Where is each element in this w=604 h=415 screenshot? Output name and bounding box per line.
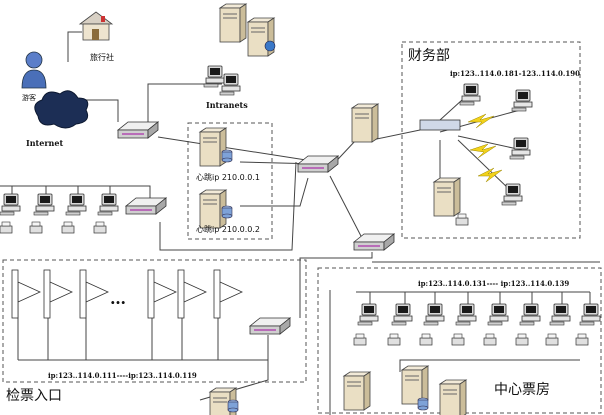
finance-title: 财务部: [408, 48, 450, 64]
travel-agency-label: 旅行社: [90, 52, 114, 62]
finance-hub-icon: [419, 119, 461, 131]
heartbeat-region: [187, 122, 273, 240]
finance-main-server-icon: [433, 177, 461, 217]
gate-switch-icon: [249, 317, 291, 335]
center-server-3-icon: [439, 379, 467, 415]
internet-router-switch-icon: [117, 121, 159, 139]
gate-ip-range: ip:123..114.0.111----ip:123..114.0.119: [48, 371, 197, 380]
gate-database-icon: [227, 399, 239, 413]
left-workstations: [0, 193, 119, 234]
network-wires: [0, 28, 600, 415]
finance-server-icon: [351, 103, 379, 143]
center-uplink-switch-icon: [353, 233, 395, 251]
gate-turnstiles: [11, 269, 243, 319]
travel-agency-house-icon: [78, 11, 114, 41]
center-workstations: [353, 303, 601, 346]
tourist-person-icon: [21, 51, 47, 89]
globe-icon: [264, 40, 276, 52]
left-switch-icon: [125, 197, 167, 215]
internet-label: Internet: [26, 138, 63, 148]
center-title: 中心票房: [494, 382, 550, 398]
heartbeat-ip-1-label: 心跳ip 210.0.0.1: [196, 172, 260, 182]
finance-ip-range: ip:123..114.0.181-123..114.0.190: [450, 69, 580, 78]
center-ip-range: ip:123..114.0.131---- ip:123..114.0.139: [418, 279, 569, 288]
finance-printer-icon: [455, 213, 469, 226]
gate-title: 检票入口: [6, 388, 62, 404]
center-server-1-icon: [343, 371, 371, 411]
database-1-icon: [221, 149, 233, 163]
tourist-label: 游客: [22, 93, 36, 102]
web-server-icon: [219, 3, 247, 43]
gate-region: [2, 259, 307, 383]
database-2-icon: [221, 205, 233, 219]
gate-ellipsis: …: [110, 289, 126, 308]
core-switch-icon: [297, 155, 339, 173]
finance-region: [401, 41, 581, 239]
wireless-signal-icons: [467, 113, 503, 183]
center-database-icon: [417, 397, 429, 411]
heartbeat-ip-2-label: 心跳ip 210.0.0.2: [196, 224, 260, 234]
internet-cloud-icon: [34, 90, 89, 129]
intranets-label: Intranets: [206, 100, 248, 110]
intranets-computers-icon: [203, 65, 241, 96]
